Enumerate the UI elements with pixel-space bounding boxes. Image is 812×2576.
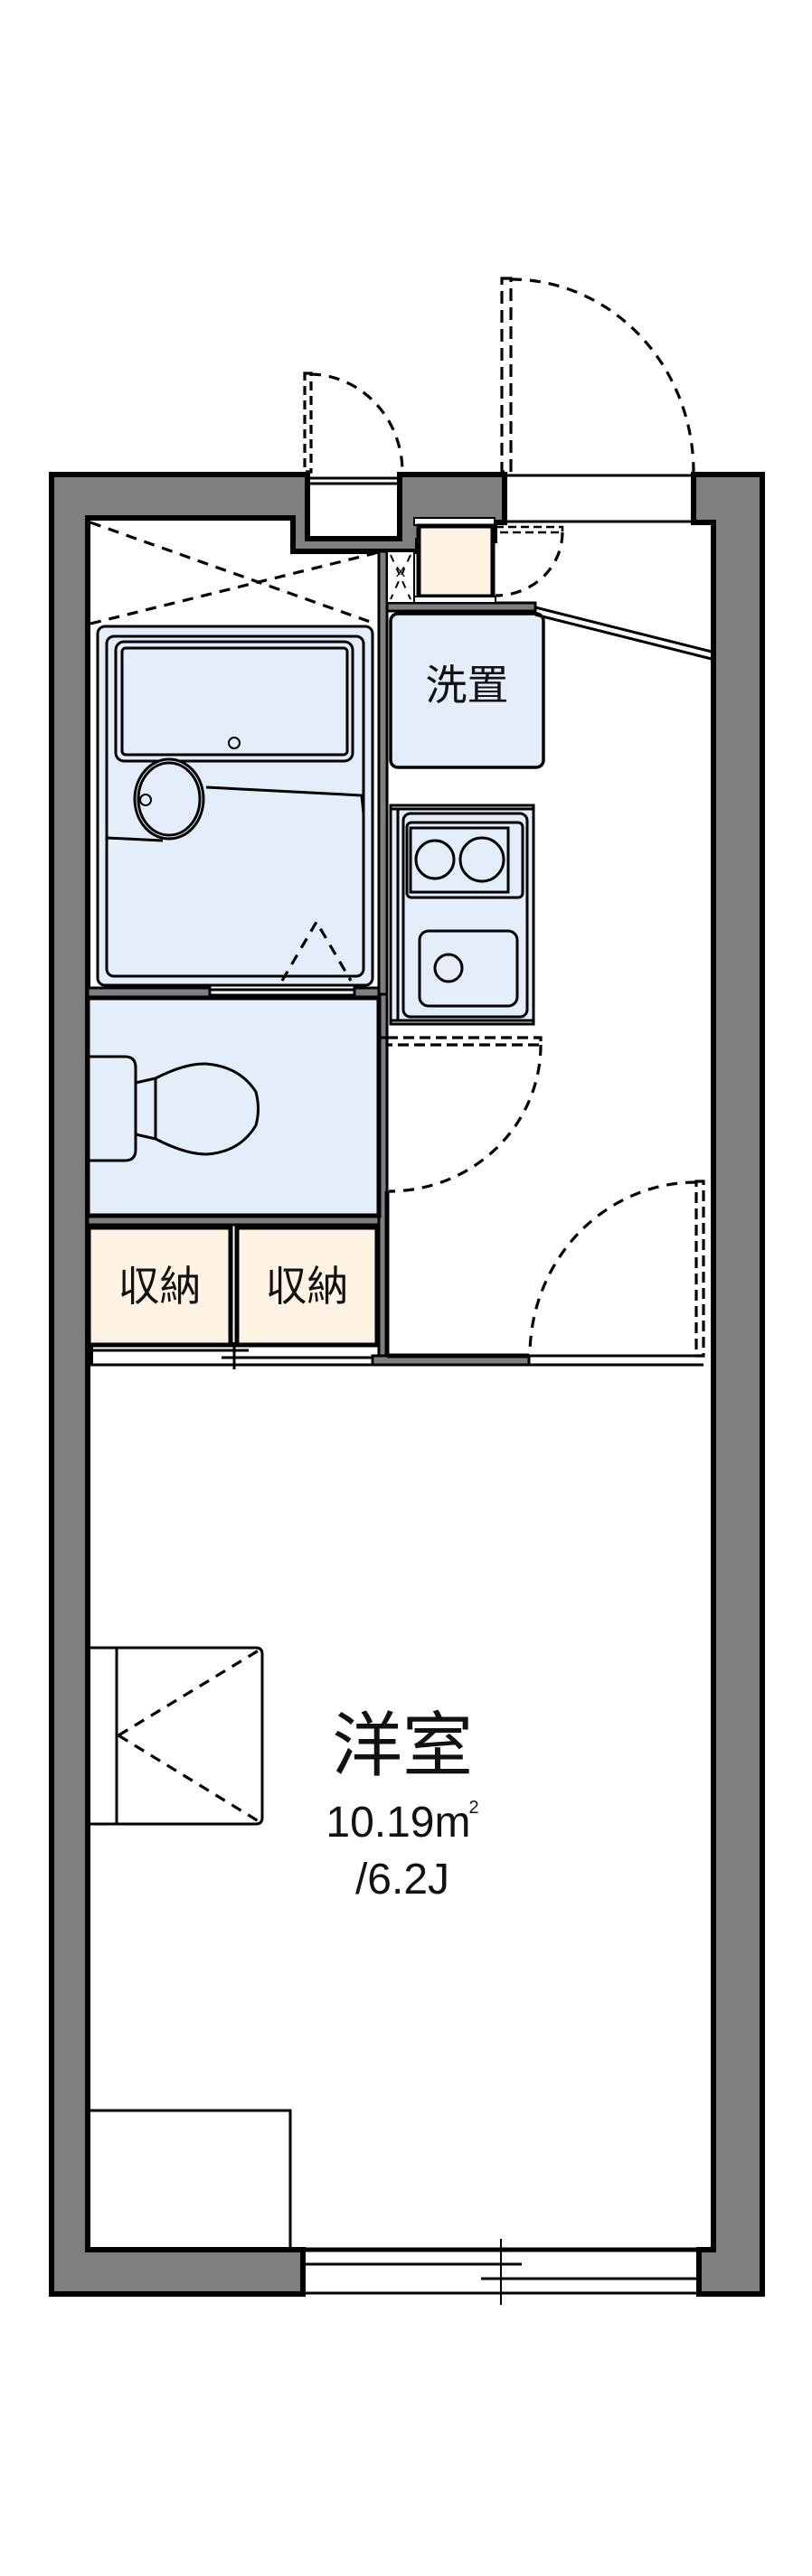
entrance-door-swing: [500, 277, 695, 474]
main-room-tatami: /6.2J: [354, 1856, 450, 1904]
shoe-cabinet-line: [534, 606, 713, 661]
entrance-opening: [505, 474, 713, 523]
area-value: 10.19: [326, 1799, 435, 1847]
window-bottom: [303, 2239, 699, 2305]
toilet-room: [85, 995, 382, 1218]
window-top-small: [307, 476, 400, 485]
storage-1-label: 収納: [118, 1262, 202, 1311]
area-unit-superscript: 2: [468, 1798, 479, 1818]
meter-box-mark: X: [395, 565, 406, 580]
main-room-label: 洋室: [331, 1706, 473, 1787]
washer-space-label: 洗置: [425, 661, 509, 710]
main-room-area: 10.19m2: [289, 1799, 515, 1845]
meter-cupboard: [386, 517, 564, 604]
air-conditioner: [88, 1646, 264, 1826]
bath-door: [210, 988, 354, 997]
washer-space: [389, 612, 545, 769]
toilet-door-swing: [385, 1036, 543, 1193]
storage-2-label: 収納: [265, 1262, 349, 1311]
balcony-door-swing-small: [303, 371, 404, 474]
storage-units: [86, 1225, 380, 1369]
kitchen-unit: [389, 804, 535, 1026]
room-door-swing: [528, 1180, 705, 1367]
area-unit: m: [434, 1799, 471, 1847]
cabinet-box: [87, 2109, 292, 2252]
unit-bath: [90, 521, 376, 987]
